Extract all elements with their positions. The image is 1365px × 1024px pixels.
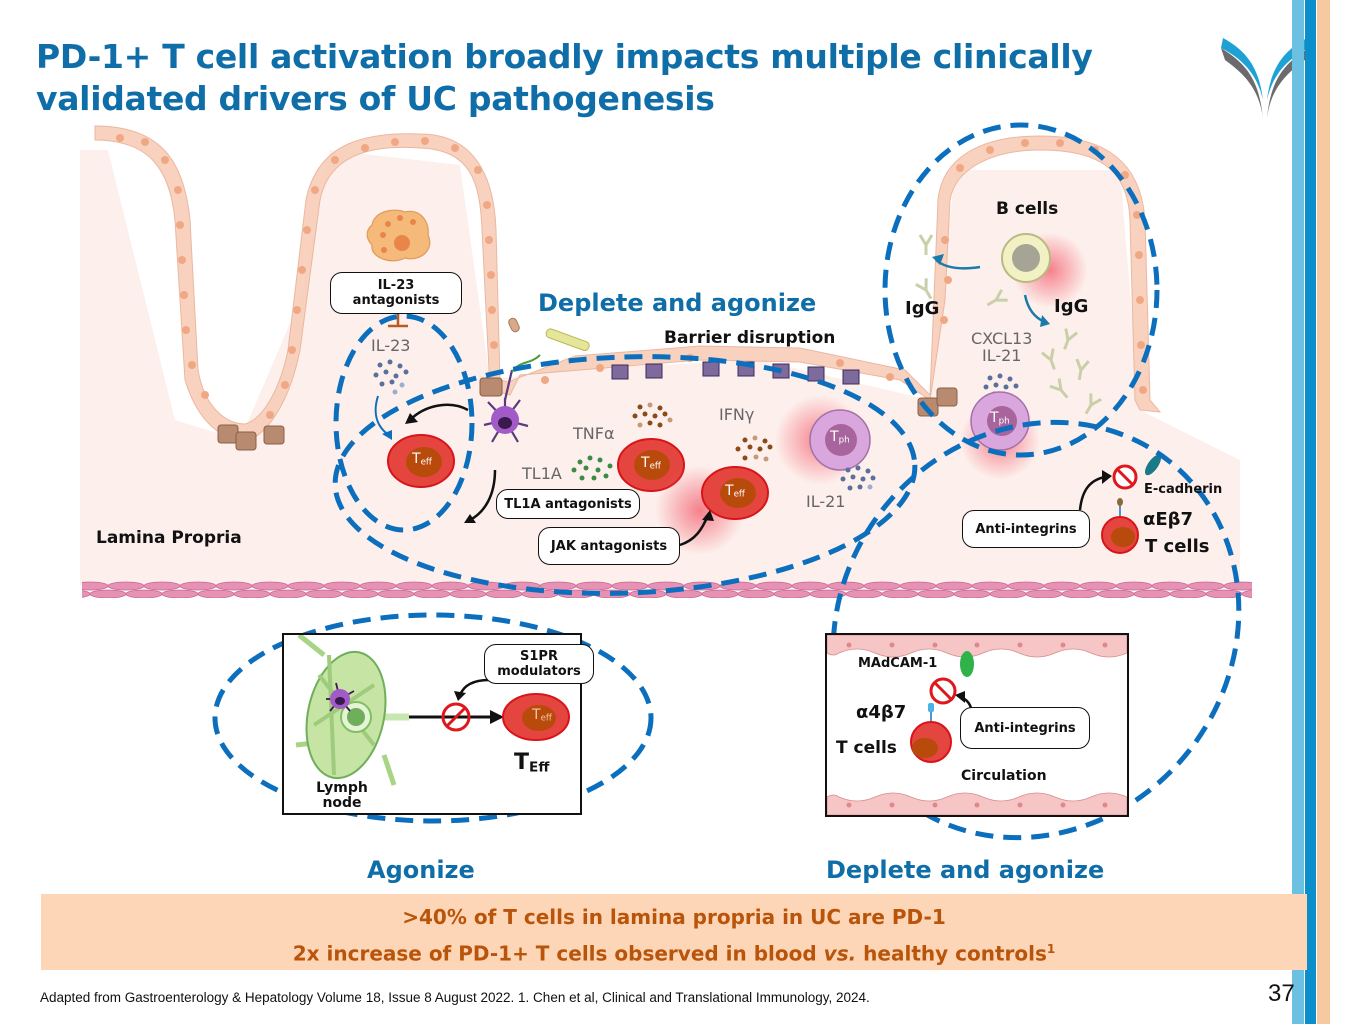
tph-label-bcell: Tph [990,410,1010,427]
aeb7-t-cell [1101,516,1139,554]
arrow-to-teff [490,710,504,724]
page-number: 37 [1268,980,1295,1007]
slide-title: PD-1+ T cell activation broadly impacts … [36,37,1093,118]
cxcl13-label: CXCL13 [971,329,1033,348]
teff-cell-left [387,434,455,488]
il23-cytokine-dots [373,359,409,395]
tnf-label: TNFα [573,424,615,443]
decorative-side-stripes [1292,0,1330,1024]
bcell-dashed-region [882,122,1160,458]
teff-cell-lymph [502,693,570,741]
t-cells-label-circulation: T cells [836,738,897,758]
tl1a-label: TL1A [522,464,562,483]
slide: PD-1+ T cell activation broadly impacts … [36,0,1330,1024]
no-entry-icon-lymph [441,702,471,732]
jak-antagonists-callout: JAK antagonists [538,527,680,565]
b-cell [1001,233,1051,283]
aeb7-label: αEβ7 [1143,509,1194,530]
teff-cell-center [617,438,685,492]
teff-cell-activated [701,466,769,520]
section-label-agonize: Agonize [367,856,475,884]
anti-integrin-arrow-tissue [1078,475,1106,511]
anti-integrins-callout-circulation: Anti-integrins [960,707,1090,749]
teff-label-left: Teff [412,451,432,468]
inhibition-bar-icon [388,312,408,328]
a4b7-t-cell [910,721,952,763]
teff-label-activated: Teff [725,483,745,500]
s1pr-modulators-callout: S1PR modulators [484,644,594,684]
footer-citation: Adapted from Gastroenterology & Hepatolo… [40,990,870,1005]
tissue-diagram [80,122,1252,841]
tph-label-center: Tph [830,429,850,446]
ifng-cytokine-dots [735,435,773,462]
dendritic-cell-icon [483,369,529,443]
igg-label-right: IgG [1054,296,1089,317]
teff-label-lymph: Teff [532,707,552,724]
tph-cell-center [809,409,871,471]
teff-big-label: TEff [514,750,550,776]
il23-label: IL-23 [371,336,411,355]
ifng-label: IFNγ [719,405,755,424]
dc-arrow-to-teff [409,403,469,421]
tnf-cytokine-dots [632,402,673,428]
summary-line-1: >40% of T cells in lamina propria in UC … [402,905,946,929]
t-cells-label-tissue: T cells [1145,536,1210,557]
tl1a-antagonists-callout: TL1A antagonists [496,489,640,519]
lymph-dashed-region [212,612,654,824]
center-dashed-region [332,354,918,596]
epithelium [94,125,1162,441]
barrier-disruption-label: Barrier disruption [664,328,836,348]
a4b7-label: α4β7 [856,702,907,723]
no-entry-icon-circulation [929,677,957,705]
igg-label-left: IgG [905,298,940,319]
madcam-label: MAdCAM-1 [858,656,938,671]
section-label-top: Deplete and agonize [538,289,817,317]
circulation-label: Circulation [961,768,1047,784]
lamina-propria-label: Lamina Propria [96,528,242,548]
bacterium-rod-icon [508,317,520,333]
lymph-node-icon [295,635,409,786]
madcam-icon [960,651,974,677]
il23-dashed-region [333,313,475,533]
bacterium-chain-icon [545,328,590,351]
tl1a-cytokine-dots [571,455,613,481]
il21-label-center: IL-21 [806,492,846,511]
il21-cytokine-dots [840,465,876,491]
no-entry-icon-tissue [1112,464,1138,490]
section-label-deplete-bottom: Deplete and agonize [826,856,1105,884]
macrophage-icon [366,209,431,262]
e-cadherin-label: E-cadherin [1144,482,1223,497]
il21-label-bcell: IL-21 [982,346,1022,365]
teff-label-center: Teff [641,455,661,472]
b-cells-label: B cells [996,199,1059,219]
e-cadherin-icon [1144,454,1162,476]
anti-integrins-callout-tissue: Anti-integrins [962,510,1090,548]
igg-antibody-icons [915,234,1102,415]
summary-banner: >40% of T cells in lamina propria in UC … [41,894,1307,970]
summary-line-2: 2x increase of PD-1+ T cells observed in… [292,941,1056,966]
epithelium-nuclei [116,134,1147,419]
dc-arrow-down [469,469,497,522]
il23-antagonists-callout: IL-23 antagonists [330,272,462,314]
